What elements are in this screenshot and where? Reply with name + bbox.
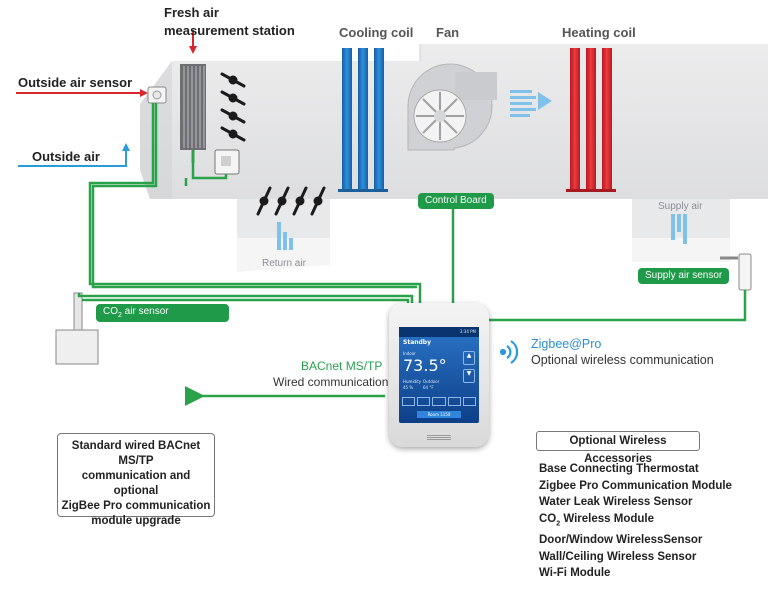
bacnet-label: BACnet MS/TP <box>301 359 383 373</box>
cooling-coil <box>338 48 388 192</box>
outside-air-arrows <box>16 30 197 167</box>
thermostat-humidity: 45 % <box>403 385 414 390</box>
accessories-list: Base Connecting Thermostat Zigbee Pro Co… <box>539 461 732 582</box>
outside-air-dampers <box>220 72 246 142</box>
co2-prefix: CO <box>103 306 118 317</box>
supply-air-sensor-probe <box>720 253 752 291</box>
wireless-comm-label: Optional wireless communication <box>531 353 714 367</box>
accessory-item-co2: CO2 Wireless Module <box>539 511 732 533</box>
accessory-item: Base Connecting Thermostat <box>539 463 699 475</box>
wireless-signal-icon <box>499 340 519 364</box>
accessory-item: Wall/Ceiling Wireless Sensor <box>539 550 697 563</box>
return-air-dampers <box>256 186 326 216</box>
thermostat-screen: 3:34 PM Standby Indoor 73.5° Humidity 45… <box>399 327 479 423</box>
return-air-arrows <box>277 222 293 250</box>
thermostat-down-button[interactable]: ▼ <box>463 369 475 383</box>
return-air-label: Return air <box>262 258 306 269</box>
accessory-item: Water Leak Wireless Sensor <box>539 496 693 508</box>
thermostat-outdoor-label: Outdoor <box>423 379 440 384</box>
thermostat-clock: 3:34 PM <box>459 329 476 334</box>
fan <box>407 63 497 151</box>
thermostat-indoor-label: Indoor <box>403 351 416 356</box>
accessory-item: Door/Window WirelessSensor <box>539 534 703 547</box>
supply-air-label: Supply air <box>658 201 703 212</box>
co2-sensor-badge: CO2 air sensor <box>96 304 229 322</box>
co2-item-sub: 2 <box>556 519 561 527</box>
wired-comm-label: Wired communication <box>273 375 389 389</box>
accessories-title: Optional Wireless Accessories <box>536 431 700 465</box>
thermostat-temperature: 73.5° <box>403 356 447 375</box>
standard-line4: module upgrade <box>91 515 181 527</box>
fresh-air-station <box>180 64 206 163</box>
standard-communication-box: Standard wired BACnet MS/TP communicatio… <box>57 433 215 527</box>
zigbee-label: Zigbee@Pro <box>531 337 602 351</box>
standard-line2: communication and optional <box>81 470 191 497</box>
outside-air-sensor-label: Outside air sensor <box>18 75 133 90</box>
standard-line1: Standard wired BACnet MS/TP <box>71 440 201 467</box>
co2-item-suffix: Wireless Module <box>560 512 654 525</box>
thermostat-buttons[interactable] <box>402 397 477 406</box>
supply-air-sensor-badge: Supply air sensor <box>638 268 730 284</box>
thermostat-mode: Standby <box>403 339 432 346</box>
thermostat-grille <box>427 435 451 441</box>
co2-sensor-device <box>55 292 99 365</box>
cooling-coil-label: Cooling coil <box>339 25 414 40</box>
thermostat-outdoor: 64 °F <box>423 385 434 390</box>
accessory-item: Zigbee Pro Communication Module <box>539 479 732 492</box>
co2-suffix: air sensor <box>121 306 169 317</box>
thermostat: 3:34 PM Standby Indoor 73.5° Humidity 45… <box>389 303 489 447</box>
fresh-air-label-line1: Fresh air <box>164 5 219 20</box>
station-sensor <box>214 149 240 175</box>
control-board-badge: Control Board <box>418 193 494 209</box>
heating-coil <box>566 48 616 192</box>
supply-air-arrows <box>671 214 687 244</box>
outside-air-label: Outside air <box>32 149 100 164</box>
co2-sub: 2 <box>118 312 122 319</box>
standard-line3: ZigBee Pro communication <box>61 500 211 512</box>
thermostat-humidity-label: Humidity <box>403 379 422 384</box>
heating-coil-label: Heating coil <box>562 25 636 40</box>
fresh-air-label-line2: measurement station <box>164 23 295 38</box>
fan-label: Fan <box>436 25 460 40</box>
fan-airflow-arrows <box>510 90 552 117</box>
thermostat-footer: Room 1150 <box>417 411 461 418</box>
thermostat-up-button[interactable]: ▲ <box>463 351 475 365</box>
co2-item-prefix: CO <box>539 512 557 525</box>
accessory-item: Wi-Fi Module <box>539 567 611 580</box>
outside-air-sensor <box>147 86 167 104</box>
